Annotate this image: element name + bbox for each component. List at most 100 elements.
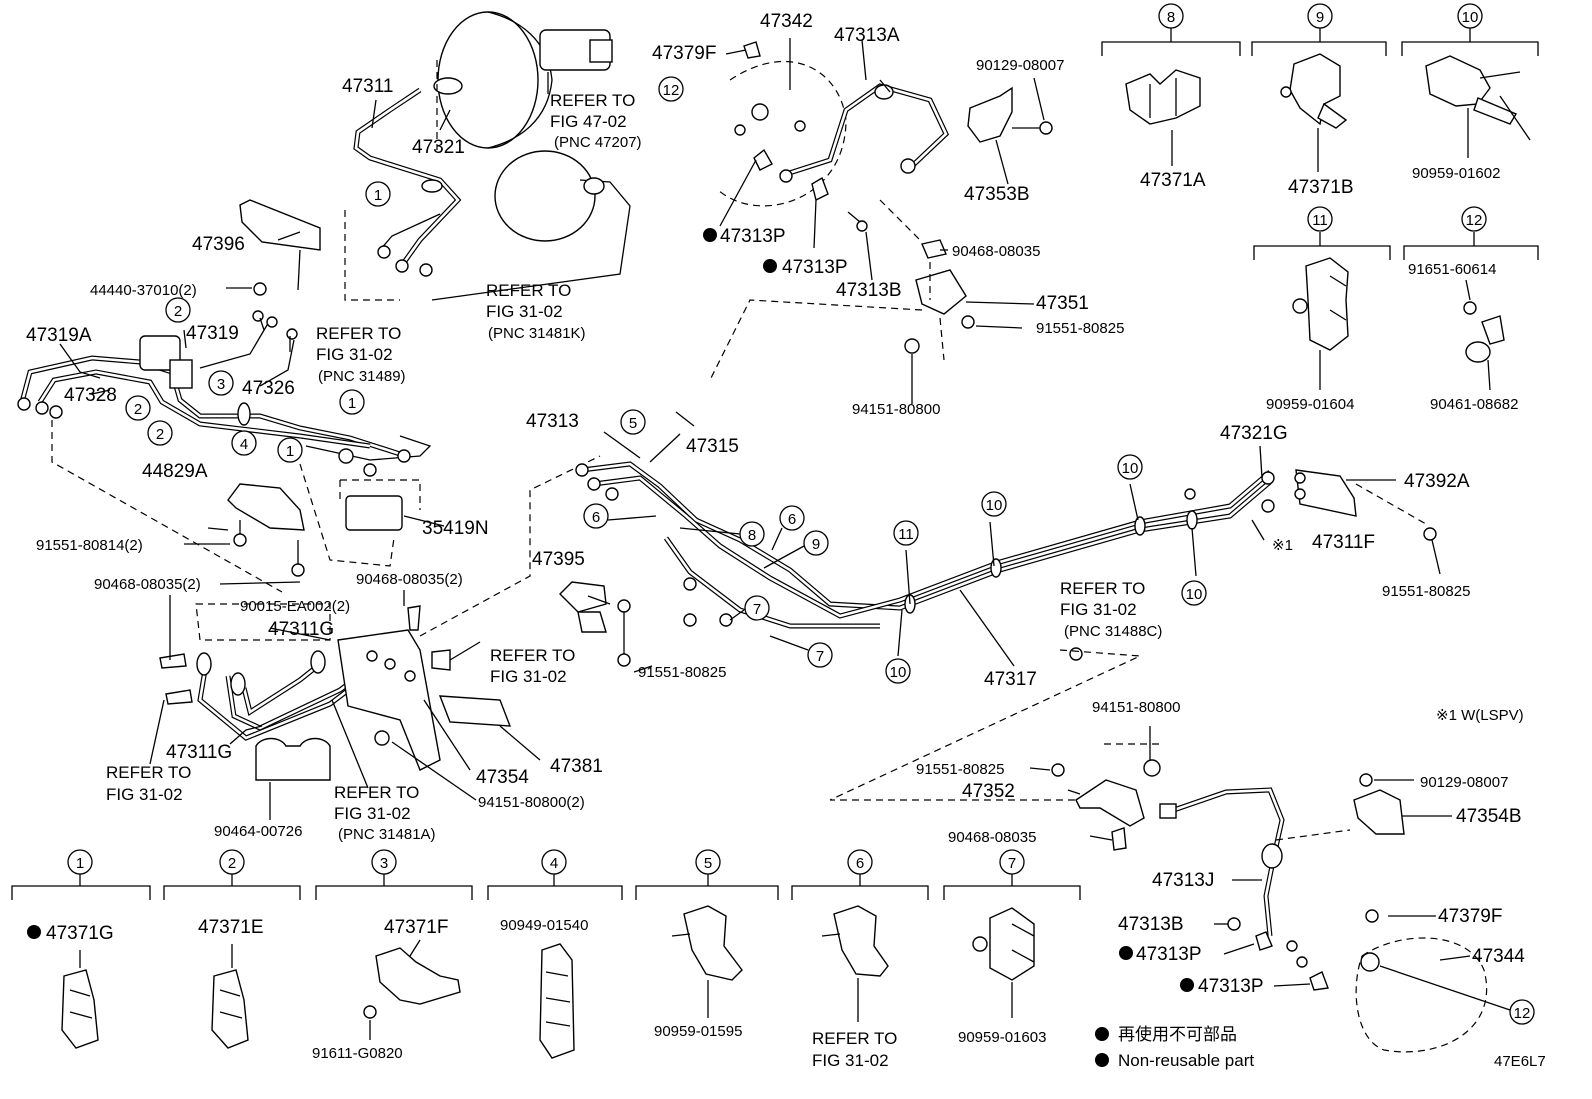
label-90468-a: 90468-08035 bbox=[952, 243, 1040, 260]
callout-number: 6 bbox=[856, 855, 864, 872]
detail-box-10: 10 90959-01602 bbox=[1401, 3, 1539, 182]
refer-fig-31-02-b: REFER TO FIG 31-02 bbox=[106, 763, 191, 804]
figure-code: 47E6L7 bbox=[1494, 1053, 1546, 1070]
callout-1b: 1 bbox=[339, 389, 365, 415]
bracket-47396 bbox=[239, 199, 400, 301]
callout-number: REFER TO bbox=[486, 281, 571, 300]
callout-number: 10 bbox=[890, 664, 907, 681]
label-47313B-b: 47313B bbox=[1118, 914, 1184, 935]
legend-cn: 再使用不可部品 bbox=[1118, 1024, 1237, 1045]
detail-box-6: 6 REFER TO FIG 31-02 bbox=[791, 849, 929, 1070]
callout-5a: 5 bbox=[620, 409, 646, 435]
detail-9-part: 47371B bbox=[1288, 177, 1354, 198]
label-47313P-c: 47313P bbox=[1136, 944, 1202, 965]
refer-notes: REFER TO FIG 47-02 (PNC 47207) REFER TO … bbox=[106, 91, 1162, 843]
label-47313: 47313 bbox=[526, 411, 579, 432]
callout-7b: 7 bbox=[807, 642, 833, 668]
callout-number: 7 bbox=[1008, 855, 1016, 872]
callout-10c: 10 bbox=[1117, 454, 1143, 480]
callout-2b: 2 bbox=[125, 395, 151, 421]
bullet-47313P-b bbox=[763, 259, 777, 273]
callout-4a: 4 bbox=[231, 430, 257, 456]
callout-10d: 10 bbox=[1181, 580, 1207, 606]
part-labels: 47311 47321 47396 44440-37010(2) 47319A … bbox=[26, 11, 1525, 997]
label-47392A: 47392A bbox=[1404, 471, 1470, 492]
callout-number: 7 bbox=[753, 601, 761, 618]
label-90129-b: 90129-08007 bbox=[1420, 774, 1508, 791]
label-94151-2: 94151-80800(2) bbox=[478, 794, 585, 811]
detail-11-part: 90959-01604 bbox=[1266, 396, 1354, 413]
callout-number: 8 bbox=[1167, 9, 1175, 26]
label-44440: 44440-37010(2) bbox=[90, 282, 197, 299]
detail-8-part: 47371A bbox=[1140, 170, 1206, 191]
refer-fig-31-02-31489: REFER TO FIG 31-02 (PNC 31489) bbox=[316, 324, 406, 385]
detail-box-2: 2 47371E bbox=[163, 849, 301, 1049]
bullet-47313P-c bbox=[1119, 946, 1133, 960]
label-47351: 47351 bbox=[1036, 293, 1089, 314]
refer-fig-31-02-a: REFER TO FIG 31-02 bbox=[490, 646, 575, 686]
label-47321: 47321 bbox=[412, 137, 465, 158]
callout-number: 12 bbox=[1514, 1005, 1531, 1022]
bracket-47351 bbox=[709, 199, 975, 381]
callout-number: REFER TO bbox=[490, 646, 575, 665]
label-47319: 47319 bbox=[186, 323, 239, 344]
callout-number: REFER TO bbox=[106, 763, 191, 782]
label-47313B-a: 47313B bbox=[836, 280, 902, 301]
callout-number: 3 bbox=[217, 376, 225, 393]
label-94151-b: 94151-80800 bbox=[1092, 699, 1180, 716]
label-47354B: 47354B bbox=[1456, 806, 1522, 827]
label-47311F: 47311F bbox=[1312, 532, 1375, 553]
label-47319A: 47319A bbox=[26, 325, 92, 346]
callout-number: FIG 31-02 bbox=[490, 667, 567, 686]
label-47313J: 47313J bbox=[1152, 870, 1214, 891]
bracket-44829A bbox=[227, 483, 305, 577]
label-47395: 47395 bbox=[532, 549, 585, 570]
label-90464: 90464-00726 bbox=[214, 823, 302, 840]
callout-number: REFER TO bbox=[1060, 579, 1145, 598]
label-47354: 47354 bbox=[476, 767, 529, 788]
label-47313P-b: 47313P bbox=[782, 257, 848, 278]
detail-12-part: 90461-08682 bbox=[1430, 396, 1518, 413]
callout-number: (PNC 31481A) bbox=[338, 826, 436, 843]
label-47344: 47344 bbox=[1472, 946, 1525, 967]
callout-number: 12 bbox=[1466, 212, 1483, 229]
callout-12a: 12 bbox=[658, 76, 684, 102]
callout-number: FIG 31-02 bbox=[106, 785, 183, 804]
callout-number: 10 bbox=[1462, 9, 1479, 26]
detail-1-part: 47371G bbox=[46, 923, 114, 944]
detail-box-9: 9 47371B bbox=[1251, 3, 1387, 198]
leader-lines bbox=[59, 38, 1511, 1011]
callout-11a: 11 bbox=[893, 520, 919, 546]
label-47311G-b: 47311G bbox=[166, 742, 232, 763]
detail-box-12: 12 91651-60614 90461-08682 bbox=[1403, 206, 1539, 413]
label-47381: 47381 bbox=[550, 756, 603, 777]
detail-4-part: 90949-01540 bbox=[500, 917, 588, 934]
callout-number: 11 bbox=[898, 526, 914, 543]
callout-number: 12 bbox=[663, 82, 680, 99]
callout-number: 2 bbox=[156, 426, 164, 443]
detail-box-4: 4 90949-01540 bbox=[487, 849, 623, 1059]
label-47315: 47315 bbox=[686, 436, 739, 457]
callout-number: 2 bbox=[228, 855, 236, 872]
callout-6b: 6 bbox=[779, 505, 805, 531]
label-47379F-b: 47379F bbox=[1438, 906, 1502, 927]
callout-number: REFER TO bbox=[550, 91, 635, 110]
callout-number: FIG 31-02 bbox=[1060, 600, 1137, 619]
callout-7a: 7 bbox=[744, 595, 770, 621]
callout-number: 3 bbox=[380, 855, 388, 872]
detail-box-8: 8 47371A bbox=[1101, 3, 1241, 191]
callout-number: 10 bbox=[1122, 460, 1139, 477]
callout-number: FIG 31-02 bbox=[316, 345, 393, 364]
legend-bullet-cn bbox=[1095, 1027, 1109, 1041]
legend: 再使用不可部品 Non-reusable part 47E6L7 bbox=[1095, 1024, 1546, 1070]
label-47328: 47328 bbox=[64, 385, 117, 406]
label-47317: 47317 bbox=[984, 669, 1037, 690]
label-90015: 90015-EA002(2) bbox=[240, 598, 350, 615]
detail-box-3: 3 47371F 91611-G0820 bbox=[312, 849, 473, 1062]
callout-number: 1 bbox=[348, 395, 356, 412]
callout-number: 1 bbox=[286, 443, 294, 460]
label-note-lspv: ※1 W(LSPV) bbox=[1436, 707, 1524, 724]
callout-number: 4 bbox=[240, 436, 248, 453]
callout-number: 6 bbox=[788, 511, 796, 528]
rear-hose-47313J bbox=[1051, 743, 1488, 1053]
